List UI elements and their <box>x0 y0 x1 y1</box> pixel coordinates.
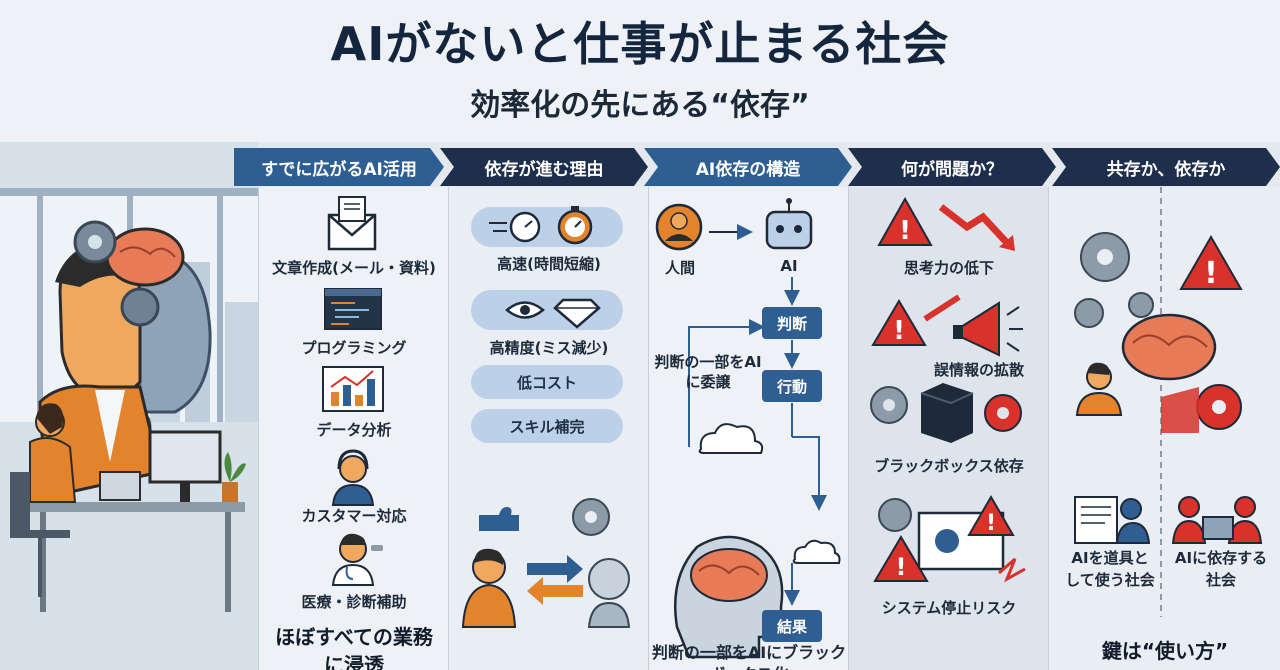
dependent-workers-icon <box>1171 496 1263 544</box>
usage-item-writing: 文章作成(メール・資料) <box>272 259 436 277</box>
reason-low-cost: 低コスト <box>471 365 623 399</box>
page-subtitle: 効率化の先にある“依存” <box>470 88 810 123</box>
office-scene-icon <box>0 188 258 612</box>
problem-black-box: ブラックボックス依存 <box>874 457 1024 475</box>
black-box-icon <box>870 383 1022 443</box>
structure-footer: 判断の一部をAIにブラックボックス化 <box>651 643 847 670</box>
coexist-dependent-society: AIに依存する社会 <box>1174 549 1268 589</box>
usage-item-data-analysis: データ分析 <box>316 421 392 439</box>
reason-skill-support: スキル補完 <box>471 409 623 443</box>
envelope-icon <box>327 196 377 251</box>
cloud-icon <box>698 423 764 454</box>
gears-icon <box>1074 232 1154 328</box>
coexist-footer: 鍵は“使い方” <box>1101 639 1229 663</box>
column-problems: ! ! <box>848 187 1048 670</box>
code-editor-icon <box>324 288 382 330</box>
system-error-icon: ! ! <box>873 495 1026 583</box>
header-dependence-reasons: 依存が進む理由 <box>440 148 648 186</box>
eye-diamond-icon <box>505 298 601 329</box>
usage-item-customer-support: カスタマー対応 <box>301 507 407 525</box>
reason-speed: 高速(時間短縮) <box>497 255 601 273</box>
step-header-band: すでに広がるAI活用 依存が進む理由 AI依存の構造 何が問題か？ 共存か、依存… <box>234 148 1280 186</box>
structure-result-box: 結果 <box>762 610 822 642</box>
coexist-tool-society: AIを道具として使う社会 <box>1065 549 1155 589</box>
laptop-worker-icon <box>1074 496 1151 544</box>
warning-icon: ! <box>1179 234 1243 291</box>
header-dependence-structure: AI依存の構造 <box>644 148 852 186</box>
stopwatch-icon <box>489 206 593 245</box>
structure-flow-diagram <box>655 198 841 659</box>
structure-judge-box: 判断 <box>762 307 822 339</box>
infographic-stage: すでに広がるAI活用 依存が進む理由 AI依存の構造 何が問題か？ 共存か、依存… <box>0 142 1280 670</box>
page-title: AIがないと仕事が止まる社会 <box>330 17 950 71</box>
usage-footer: ほぼすべての業務に浸透 <box>275 625 433 670</box>
svg-text:!: ! <box>1204 256 1218 291</box>
column-1-icons <box>322 196 384 586</box>
person-icon <box>1075 362 1123 416</box>
svg-text:!: ! <box>899 216 911 246</box>
column-ai-usage: 文章作成(メール・資料) プログラミング データ分析 カスタマー対応 医療・診断… <box>258 187 448 670</box>
robot-icon <box>765 198 813 250</box>
doctor-icon <box>331 533 383 586</box>
column-dependence-reasons: 高速(時間短縮) 高精度(ミス減少) 低コスト スキル補完 <box>448 187 648 670</box>
column-5-icons: ! <box>1074 187 1263 617</box>
usage-item-medical: 医療・診断補助 <box>301 593 407 611</box>
head-brain-icon <box>673 535 784 659</box>
header-coexist-or-depend: 共存か、依存か <box>1052 148 1280 186</box>
structure-delegate-label: 判断の一部をAIに委譲 <box>654 353 762 391</box>
svg-text:!: ! <box>896 553 907 581</box>
brain-icon <box>1121 313 1242 433</box>
header-ai-usage: すでに広がるAI活用 <box>234 148 444 186</box>
headset-operator-icon <box>331 449 375 506</box>
bar-chart-icon <box>322 366 384 412</box>
column-dependence-structure: 人間 AI 判断 行動 判断の一部をAIに委譲 結果 判断の一部をAIにブラック… <box>648 187 848 670</box>
skill-exchange-icon <box>461 498 631 628</box>
cloud-small-icon <box>792 539 841 564</box>
reason-accuracy: 高精度(ミス減少) <box>489 339 609 357</box>
column-4-icons: ! ! <box>870 196 1026 583</box>
column-2-icons <box>461 206 631 628</box>
structure-human-label: 人間 <box>664 259 695 277</box>
warning-down-icon: ! <box>877 196 1015 251</box>
problem-thinking-decline: 思考力の低下 <box>903 259 994 277</box>
header-problems: 何が問題か？ <box>848 148 1056 186</box>
usage-item-programming: プログラミング <box>301 339 407 357</box>
office-illustration <box>0 142 258 670</box>
column-coexist-or-depend: ! <box>1048 187 1280 670</box>
svg-text:!: ! <box>986 511 996 536</box>
structure-action-box: 行動 <box>762 370 822 402</box>
human-icon <box>655 203 703 251</box>
problem-misinformation: 誤情報の拡散 <box>933 361 1024 379</box>
structure-ai-label: AI <box>780 257 798 275</box>
problem-system-outage: システム停止リスク <box>881 599 1017 617</box>
megaphone-icon: ! <box>871 294 1023 357</box>
svg-text:!: ! <box>893 316 905 346</box>
